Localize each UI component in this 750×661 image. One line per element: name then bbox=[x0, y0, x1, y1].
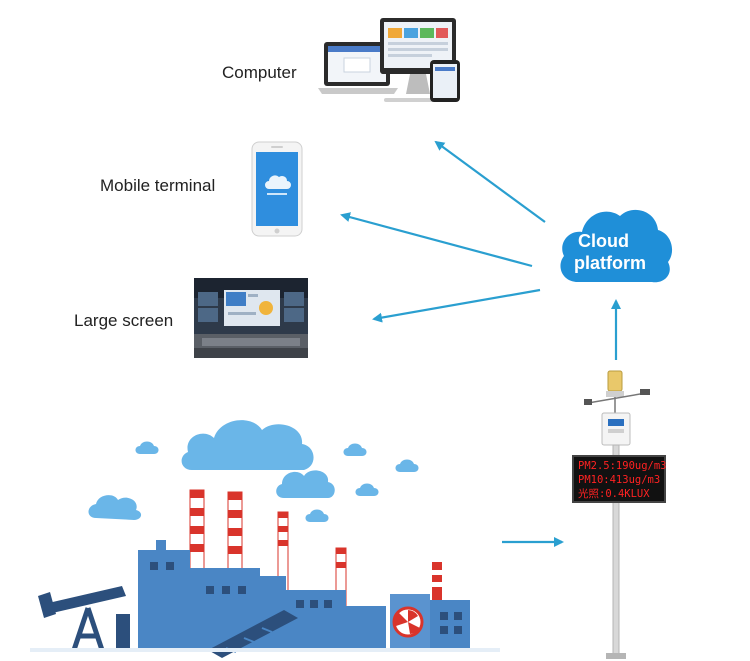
large-screen-label: Large screen bbox=[74, 311, 174, 330]
cloud-platform-shape bbox=[560, 209, 673, 283]
cloud-small-3 bbox=[395, 459, 419, 472]
large-screen-photo-icon bbox=[194, 278, 308, 358]
cloud-small-2 bbox=[343, 443, 367, 456]
cloud-small-1 bbox=[135, 441, 159, 454]
computer-devices-icon bbox=[318, 18, 460, 102]
led-line-illuminance: 光照:0.4KLUX bbox=[578, 488, 650, 500]
cloud-large bbox=[181, 420, 314, 470]
computer-label: Computer bbox=[222, 63, 297, 82]
cloud-left bbox=[88, 495, 142, 520]
cloud-small-4 bbox=[355, 483, 379, 496]
led-line-pm10: PM10:413ug/m3 bbox=[578, 474, 661, 486]
arrow-cloud-to-mobile bbox=[340, 212, 533, 268]
arrow-cloud-to-computer bbox=[434, 140, 546, 223]
cloud-small-5 bbox=[305, 509, 329, 522]
monitoring-station-pole bbox=[584, 370, 650, 659]
cloud-platform-title: Cloud bbox=[578, 231, 629, 251]
mobile-phone-icon bbox=[251, 141, 303, 237]
factory-illustration bbox=[30, 420, 500, 658]
cloud-medium-right bbox=[276, 470, 335, 498]
led-display-board: PM2.5:190ug/m3 PM10:413ug/m3 光照:0.4KLUX bbox=[572, 455, 667, 503]
mobile-terminal-label: Mobile terminal bbox=[100, 176, 216, 195]
arrow-cloud-to-large-screen bbox=[372, 288, 541, 323]
led-line-pm25: PM2.5:190ug/m3 bbox=[578, 460, 667, 472]
cloud-platform-subtitle: platform bbox=[574, 253, 646, 273]
